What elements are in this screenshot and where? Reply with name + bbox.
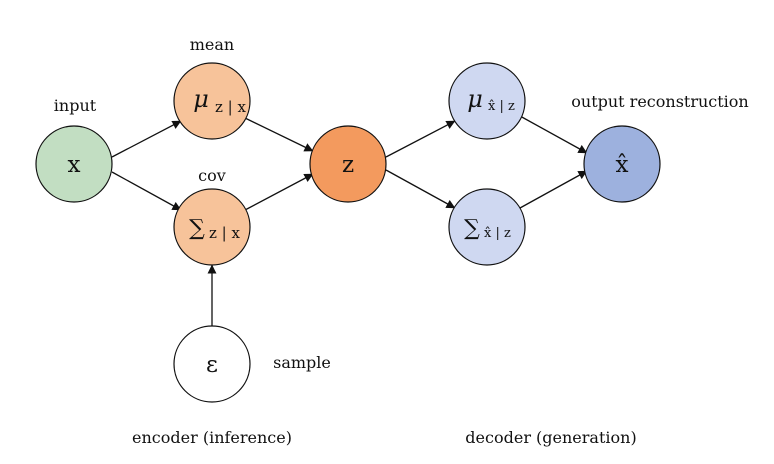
sample-caption: sample [273,353,331,372]
input-node-circle [35,125,113,203]
mean-caption: mean [190,35,234,54]
encoder-section-label: encoder (inference) [132,428,292,447]
latent-node-circle [309,125,387,203]
edge-input-to-mean [111,120,182,158]
latent-node-symbol: z [342,152,354,178]
dec-mean-node-symbol: μ [467,85,483,113]
mean-node-circle [173,62,251,140]
edge-cov-to-latent [244,173,314,211]
mean-node-symbol: μ [193,85,209,113]
input-caption: input [54,96,97,115]
edge-input-to-cov [111,171,182,211]
edge-dec-mean-to-output [519,115,588,154]
output-node: x̂ [583,125,661,203]
sample-node-symbol: ε [206,352,218,378]
edges [111,115,588,326]
edge-latent-to-dec-cov [385,169,456,209]
dec-cov-node-symbol: ∑ [464,216,480,241]
latent-node: z [309,125,387,203]
sample-node: ε [173,325,251,403]
mean-node: μ z | x [173,62,251,140]
edge-latent-to-dec-mean [385,120,456,158]
sample-node-circle [173,325,251,403]
output-node-circle [583,125,661,203]
output-caption: output reconstruction [571,92,748,111]
cov-node-symbol: ∑ [189,216,205,241]
mean-node-subscript: z | x [215,98,246,116]
cov-node-subscript: z | x [209,224,240,242]
dec-cov-node-circle [448,188,526,266]
dec-mean-node-circle [448,62,526,140]
dec-cov-node: ∑ x̂ | z [448,188,526,266]
input-node: x [35,125,113,203]
dec-cov-node-subscript: x̂ | z [484,226,511,241]
cov-caption: cov [198,166,226,185]
output-node-symbol: x̂ [616,152,629,178]
dec-mean-node-subscript: x̂ | z [488,99,515,114]
edge-mean-to-latent [244,117,314,152]
cov-node: ∑ z | x [173,188,251,266]
cov-node-circle [173,188,251,266]
decoder-section-label: decoder (generation) [465,428,636,447]
dec-mean-node: μ x̂ | z [448,62,526,140]
input-node-symbol: x [68,152,81,178]
edge-dec-cov-to-output [519,170,588,209]
